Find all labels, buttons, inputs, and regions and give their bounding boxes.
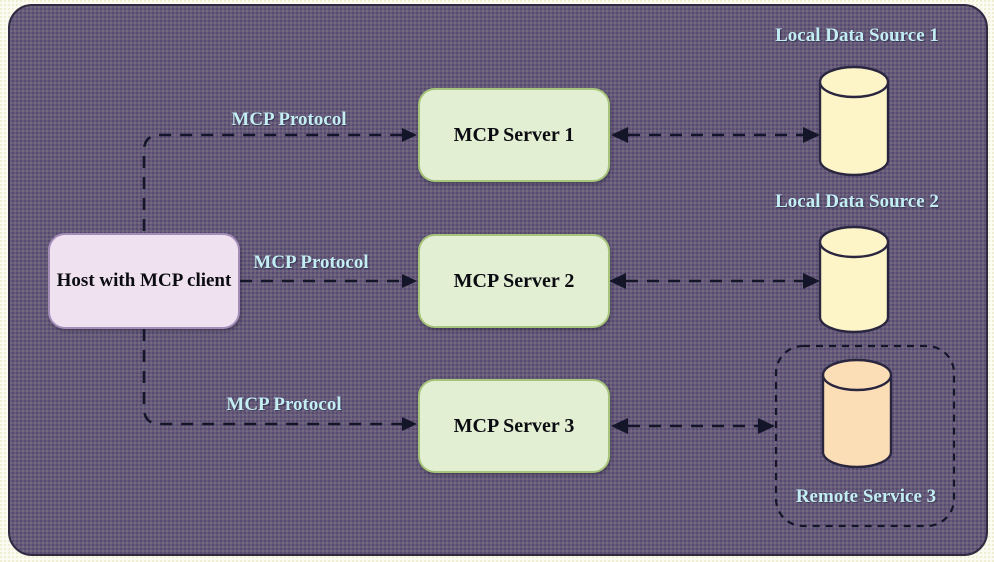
mcp-server-2-label: MCP Server 2 (453, 269, 575, 292)
mcp-server-1-node: MCP Server 1 (418, 88, 610, 182)
mcp-server-2-node: MCP Server 2 (418, 234, 610, 328)
mcp-protocol-label-1: MCP Protocol (231, 109, 347, 130)
mcp-server-3-node: MCP Server 3 (418, 379, 610, 473)
remote-service-3-label: Remote Service 3 (795, 486, 937, 507)
mcp-protocol-label-3: MCP Protocol (226, 394, 342, 415)
mcp-server-3-label: MCP Server 3 (453, 414, 575, 437)
mcp-protocol-label-2: MCP Protocol (253, 252, 369, 273)
host-node-label: Host with MCP client (56, 270, 232, 291)
host-node: Host with MCP client (48, 233, 240, 329)
mcp-server-1-label: MCP Server 1 (453, 123, 575, 146)
local-data-source-2-label: Local Data Source 2 (775, 191, 939, 212)
local-data-source-1-label: Local Data Source 1 (775, 25, 939, 46)
